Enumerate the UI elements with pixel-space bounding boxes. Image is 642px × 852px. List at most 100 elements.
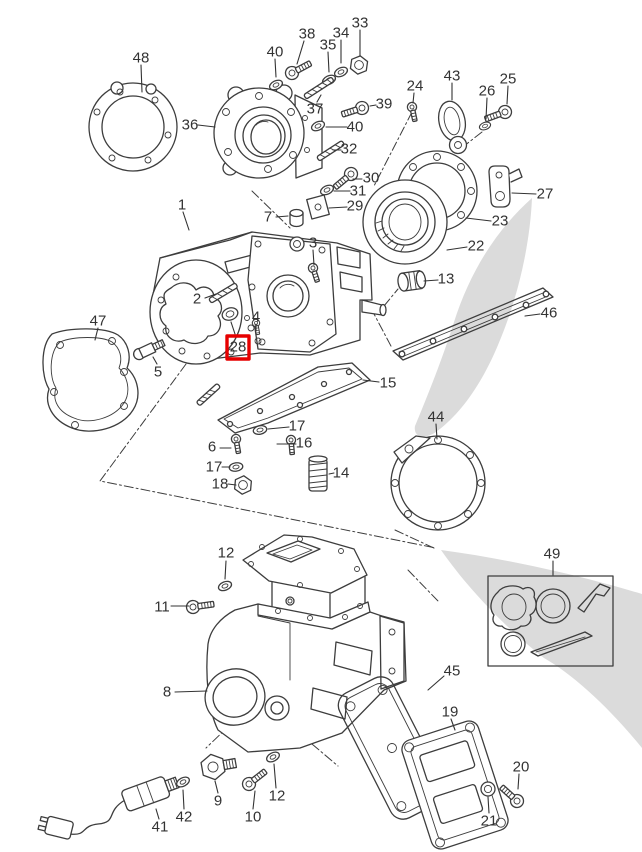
leader-line-47	[94, 327, 99, 341]
leader-line-1	[182, 211, 190, 231]
part-callout-25[interactable]: 25	[500, 71, 517, 88]
part-callout-17[interactable]: 17	[289, 418, 306, 435]
part-callout-5[interactable]: 5	[154, 364, 162, 381]
part-callout-1[interactable]: 1	[178, 197, 186, 214]
part-32-stud	[316, 140, 345, 162]
part-callout-39[interactable]: 39	[376, 96, 393, 113]
part-callout-30[interactable]: 30	[363, 170, 380, 187]
part-callout-47[interactable]: 47	[90, 313, 107, 330]
part-callout-37[interactable]: 37	[307, 101, 324, 118]
part-callout-10[interactable]: 10	[245, 809, 262, 826]
part-8-gear-housing	[204, 534, 407, 753]
part-29-shim	[306, 194, 330, 220]
part-callout-21[interactable]: 21	[481, 813, 498, 830]
leader-line-41	[155, 808, 160, 820]
part-33-nut	[349, 54, 369, 76]
part-46-gasket	[392, 287, 554, 361]
part-callout-46[interactable]: 46	[541, 305, 558, 322]
leader-line-38	[296, 40, 305, 65]
part-callout-32[interactable]: 32	[341, 141, 358, 158]
part-41-switch-assembly	[37, 776, 180, 840]
part-callout-38[interactable]: 38	[299, 26, 316, 43]
part-callout-24[interactable]: 24	[407, 78, 424, 95]
leader-line-22	[446, 246, 468, 251]
part-2-stud	[208, 282, 238, 304]
part-49-gasket-kit	[487, 575, 614, 667]
part-callout-3[interactable]: 3	[309, 235, 317, 252]
leader-line-19	[450, 718, 456, 731]
part-callout-49[interactable]: 49	[544, 546, 561, 563]
leader-line-44	[435, 423, 438, 440]
leader-line-27	[511, 192, 537, 195]
leader-line-12	[224, 560, 227, 580]
leader-line-13	[423, 279, 439, 282]
leader-line-35	[327, 51, 330, 73]
part-19-cover-plate	[401, 720, 509, 850]
part-callout-16[interactable]: 16	[296, 435, 313, 452]
part-callout-6[interactable]: 6	[208, 439, 216, 456]
part-callout-31[interactable]: 31	[350, 183, 367, 200]
leader-line-18	[227, 483, 237, 486]
part-callout-45[interactable]: 45	[444, 663, 461, 680]
part-callout-44[interactable]: 44	[428, 409, 445, 426]
part-callout-43[interactable]: 43	[444, 68, 461, 85]
leader-line-5	[152, 356, 158, 365]
part-callout-35[interactable]: 35	[320, 37, 337, 54]
leader-line-17	[267, 426, 290, 430]
part-callout-40[interactable]: 40	[267, 44, 284, 61]
leader-line-48	[140, 64, 143, 93]
part-callout-36[interactable]: 36	[182, 117, 199, 134]
part-callout-8[interactable]: 8	[163, 684, 171, 701]
part-callout-22[interactable]: 22	[468, 238, 485, 255]
part-47-gasket	[42, 328, 139, 432]
part-callout-15[interactable]: 15	[380, 375, 397, 392]
part-callout-48[interactable]: 48	[133, 50, 150, 67]
part-callout-11[interactable]: 11	[154, 599, 170, 616]
part-callout-20[interactable]: 20	[513, 759, 530, 776]
leader-line-8	[174, 690, 208, 693]
part-callout-27[interactable]: 27	[537, 186, 554, 203]
part-21-washer	[480, 781, 496, 797]
part-callout-26[interactable]: 26	[479, 83, 496, 100]
leader-line-36	[197, 124, 216, 128]
leader-line-14	[328, 472, 335, 475]
part-callout-7[interactable]: 7	[264, 209, 272, 226]
part-22-bearing-ring	[362, 179, 448, 265]
part-callout-33[interactable]: 33	[352, 15, 369, 32]
part-37-stud	[303, 76, 334, 100]
leader-line-24	[412, 92, 415, 104]
part-callout-13[interactable]: 13	[438, 271, 455, 288]
part-callout-12[interactable]: 12	[269, 788, 286, 805]
part-callout-23[interactable]: 23	[492, 213, 509, 230]
part-2-spring-stud	[196, 383, 221, 406]
part-callout-19[interactable]: 19	[442, 704, 459, 721]
part-callout-42[interactable]: 42	[176, 809, 193, 826]
part-11-bolt	[185, 596, 216, 615]
part-callout-2[interactable]: 2	[193, 291, 201, 308]
part-1-transmission-case	[149, 231, 387, 365]
leader-line-28	[230, 321, 236, 335]
part-43-gasket	[437, 100, 468, 155]
part-callout-12[interactable]: 12	[218, 545, 235, 562]
leader-line-46	[524, 313, 541, 317]
part-callout-28[interactable]: 28	[230, 339, 247, 356]
part-callout-29[interactable]: 29	[347, 198, 364, 215]
part-callout-40[interactable]: 40	[347, 119, 364, 136]
leader-line-2	[204, 293, 217, 299]
leader-line-3	[312, 249, 315, 266]
part-17-washer	[228, 461, 244, 473]
leader-line-7	[275, 215, 289, 218]
part-15-gasket	[217, 362, 371, 434]
part-callout-41[interactable]: 41	[152, 819, 169, 836]
part-27-bracket	[488, 165, 523, 208]
part-callout-17[interactable]: 17	[206, 459, 223, 476]
part-5-plug	[132, 339, 166, 361]
part-callout-4[interactable]: 4	[252, 309, 260, 326]
leader-line-20	[517, 773, 520, 790]
part-callout-34[interactable]: 34	[333, 25, 350, 42]
part-callout-14[interactable]: 14	[333, 465, 350, 482]
part-callout-18[interactable]: 18	[212, 476, 229, 493]
leader-line-26	[485, 97, 488, 120]
part-callout-9[interactable]: 9	[214, 793, 222, 810]
